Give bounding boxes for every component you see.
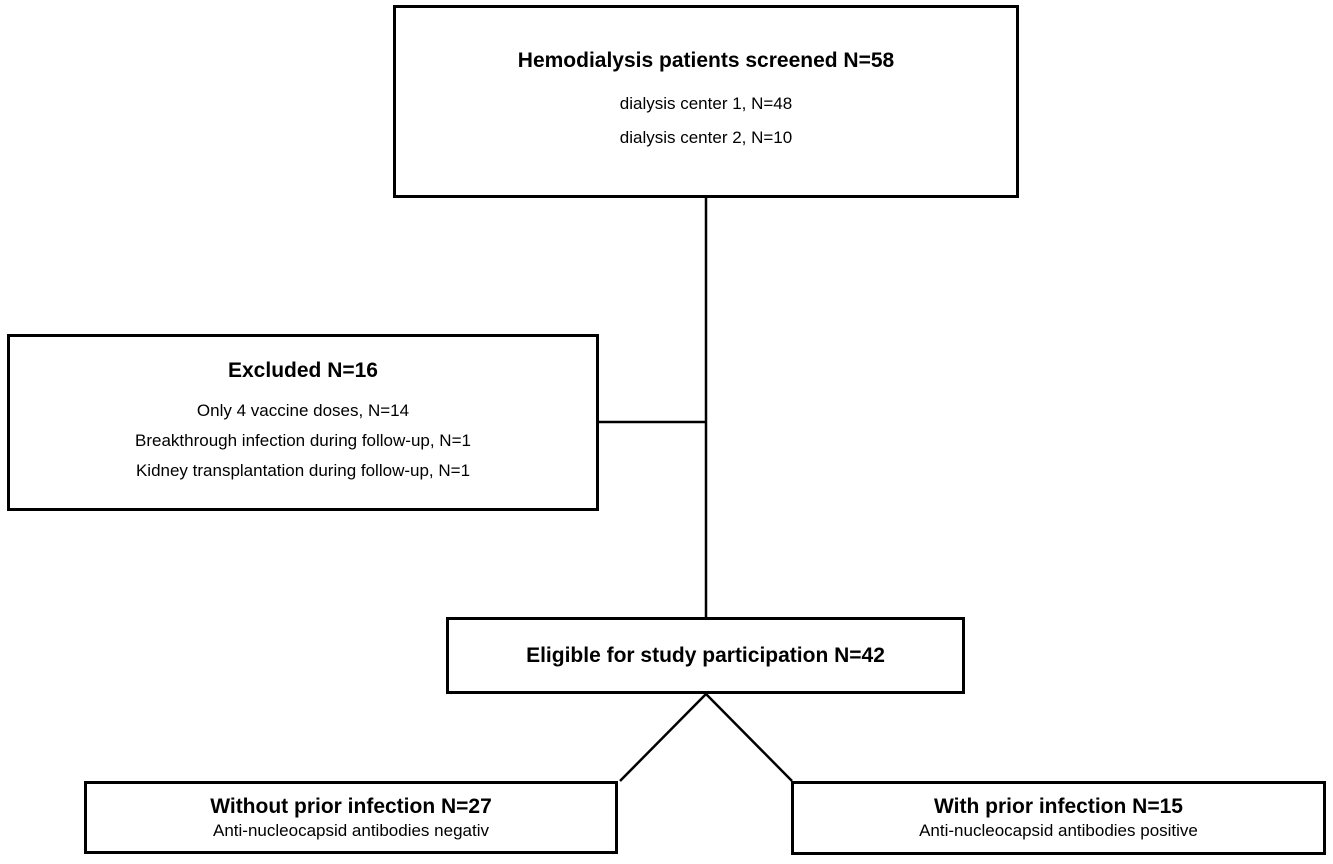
excluded-box: Excluded N=16 Only 4 vaccine doses, N=14… (7, 334, 599, 511)
without-prior-infection-box: Without prior infection N=27 Anti-nucleo… (84, 781, 618, 854)
excluded-reason-vaccine: Only 4 vaccine doses, N=14 (196, 400, 410, 420)
eligible-to-without-line (619, 693, 707, 782)
eligible-to-with-line (705, 693, 793, 782)
screened-center-1: dialysis center 1, N=48 (619, 93, 793, 113)
with-prior-infection-box: With prior infection N=15 Anti-nucleocap… (791, 781, 1326, 855)
screened-box: Hemodialysis patients screened N=58 dial… (393, 5, 1019, 198)
excluded-reason-transplant: Kidney transplantation during follow-up,… (135, 461, 471, 481)
screened-center-2: dialysis center 2, N=10 (619, 128, 793, 148)
without-prior-title: Without prior infection N=27 (210, 794, 492, 818)
with-prior-subtitle: Anti-nucleocapsid antibodies positive (919, 821, 1198, 841)
eligible-title: Eligible for study participation N=42 (526, 643, 885, 667)
screened-title: Hemodialysis patients screened N=58 (517, 48, 895, 72)
with-prior-title: With prior infection N=15 (934, 795, 1183, 819)
excluded-title: Excluded N=16 (228, 359, 378, 383)
eligible-box: Eligible for study participation N=42 (446, 617, 965, 694)
excluded-reason-breakthrough: Breakthrough infection during follow-up,… (135, 430, 471, 450)
without-prior-subtitle: Anti-nucleocapsid antibodies negativ (213, 820, 489, 840)
